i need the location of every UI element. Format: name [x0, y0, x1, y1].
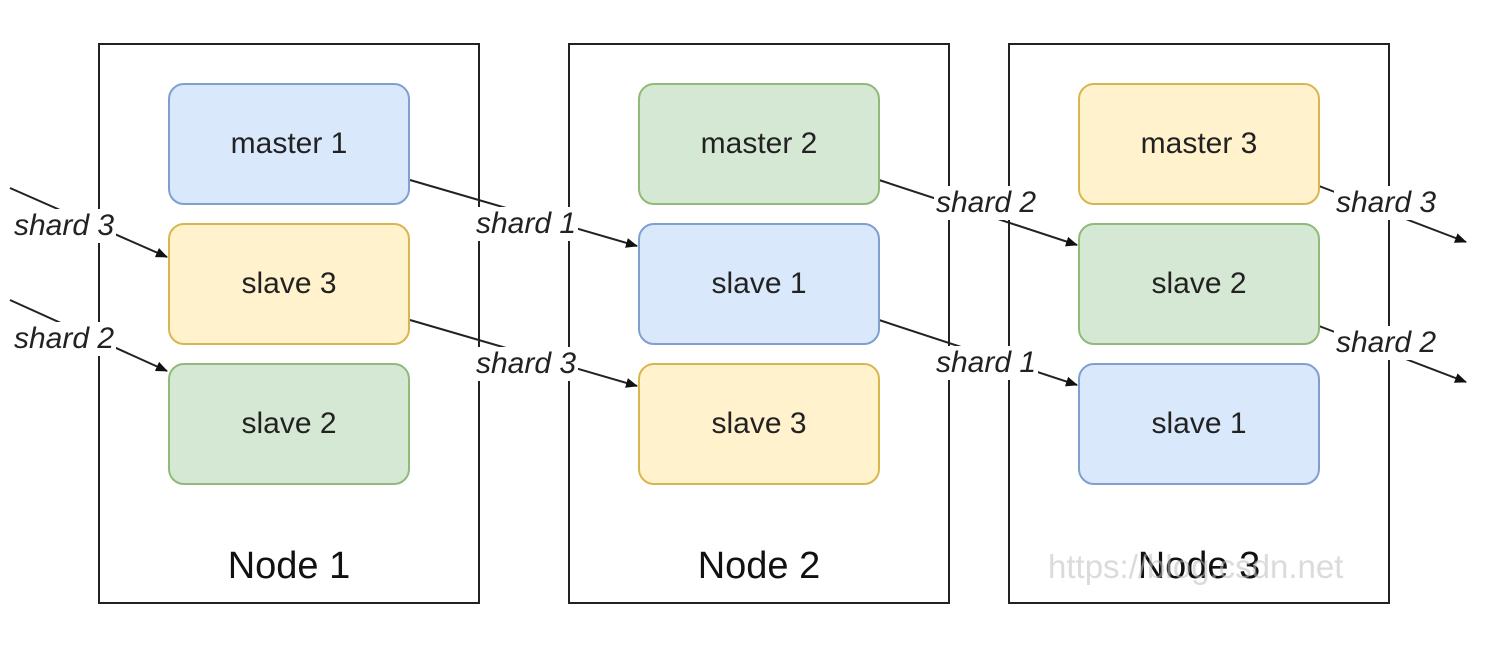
edge-label-shard: shard 3 — [1334, 186, 1439, 220]
shard-master-1: master 1 — [168, 83, 410, 205]
edge-label-shard: shard 3 — [474, 347, 579, 381]
shard-slave-1: slave 1 — [1078, 363, 1320, 485]
shard-slave-3: slave 3 — [168, 223, 410, 345]
watermark: https://blog.csdn.net — [1048, 548, 1344, 585]
shard-master-2: master 2 — [638, 83, 880, 205]
edge-label-shard: shard 2 — [934, 186, 1039, 220]
shard-slave-3: slave 3 — [638, 363, 880, 485]
shard-master-3: master 3 — [1078, 83, 1320, 205]
edge-label-shard: shard 3 — [12, 209, 117, 243]
node-2-container: Node 2 — [568, 43, 950, 604]
shard-slave-1: slave 1 — [638, 223, 880, 345]
node-label: Node 3 — [1137, 545, 1261, 587]
node-label: Node 2 — [697, 545, 821, 587]
node-label: Node 1 — [227, 545, 351, 587]
edge-label-shard: shard 2 — [12, 322, 117, 356]
shard-slave-2: slave 2 — [168, 363, 410, 485]
edge-label-shard: shard 1 — [474, 207, 579, 241]
edge-label-shard: shard 1 — [934, 346, 1039, 380]
edge-label-shard: shard 2 — [1334, 326, 1439, 360]
shard-slave-2: slave 2 — [1078, 223, 1320, 345]
node-3-container: Node 3 — [1008, 43, 1390, 604]
